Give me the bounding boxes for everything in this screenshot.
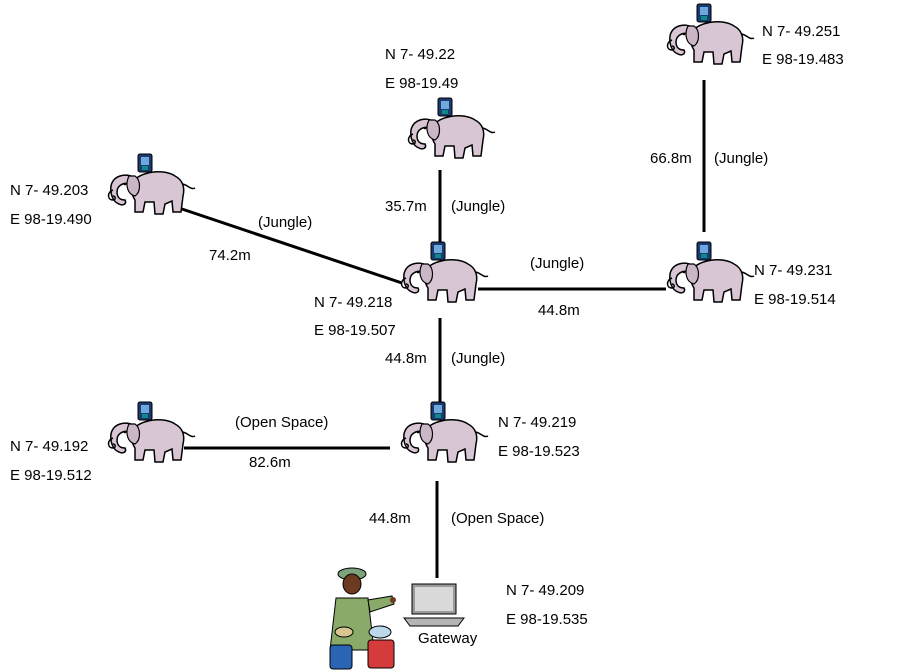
node-lowerleft-lon: E 98-19.512 — [10, 467, 92, 484]
link-topright-right-distance: 66.8m — [650, 150, 692, 167]
link-lower-gateway-terrain: (Open Space) — [451, 510, 545, 527]
node-left-lat: N 7- 49.203 — [10, 182, 89, 199]
node-lower-lat: N 7- 49.219 — [498, 414, 577, 431]
node-center-lon: E 98-19.507 — [314, 322, 396, 339]
links — [175, 80, 706, 578]
link-lowerleft-lower-distance: 82.6m — [249, 454, 291, 471]
elephant-node-lower — [400, 401, 489, 463]
link-center-right-terrain: (Jungle) — [530, 255, 585, 272]
node-gateway-lon: E 98-19.535 — [506, 611, 588, 628]
node-right-lat: N 7- 49.231 — [754, 262, 833, 279]
researcher-figure-icon — [329, 567, 396, 670]
link-center-lower-terrain: (Jungle) — [451, 350, 506, 367]
gateway-label: Gateway — [418, 630, 478, 647]
laptop-icon — [403, 583, 465, 627]
node-top-lat: N 7- 49.22 — [385, 46, 456, 63]
elephant-node-left — [107, 153, 196, 215]
link-lowerleft-lower-terrain: (Open Space) — [235, 414, 329, 431]
link-center-right-distance: 44.8m — [538, 302, 580, 319]
node-top-lon: E 98-19.49 — [385, 75, 459, 92]
link-center-top-distance: 35.7m — [385, 198, 427, 215]
elephant-node-top — [407, 97, 496, 159]
link-center-lower-distance: 44.8m — [385, 350, 427, 367]
node-left-lon: E 98-19.490 — [10, 211, 92, 228]
node-right-lon: E 98-19.514 — [754, 291, 836, 308]
link-left-center-terrain: (Jungle) — [258, 214, 313, 231]
link-left-center — [175, 205, 403, 285]
node-topright-lon: E 98-19.483 — [762, 51, 844, 68]
elephant-node-lowerleft — [107, 401, 196, 463]
elephant-node-topright — [666, 3, 755, 65]
node-lowerleft-lat: N 7- 49.192 — [10, 438, 89, 455]
node-lower-lon: E 98-19.523 — [498, 443, 580, 460]
link-center-top-terrain: (Jungle) — [451, 198, 506, 215]
node-topright-lat: N 7- 49.251 — [762, 23, 841, 40]
elephant-node-right — [666, 241, 755, 303]
node-gateway-lat: N 7- 49.209 — [506, 582, 585, 599]
link-lower-gateway-distance: 44.8m — [369, 510, 411, 527]
elephant-node-center — [400, 241, 489, 303]
link-topright-right-terrain: (Jungle) — [714, 150, 769, 167]
node-center-lat: N 7- 49.218 — [314, 294, 393, 311]
link-left-center-distance: 74.2m — [209, 247, 251, 264]
